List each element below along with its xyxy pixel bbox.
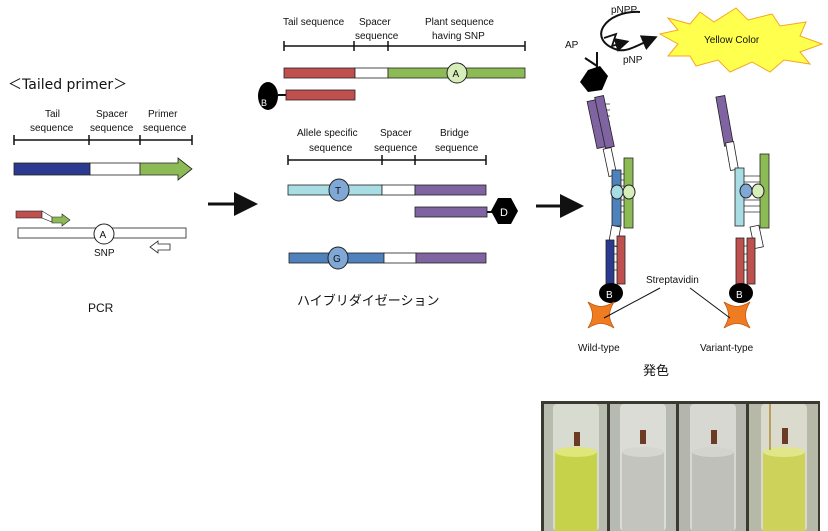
wild-type-label: Wild-type bbox=[578, 343, 620, 354]
spacer-segment bbox=[89, 162, 141, 176]
tail-segment bbox=[13, 162, 91, 176]
ap-label: AP bbox=[565, 40, 579, 51]
allele-a-circle bbox=[446, 62, 468, 84]
tail-label-line2: sequence bbox=[30, 123, 74, 134]
tail-seq-label: Tail sequence bbox=[283, 17, 345, 28]
plant-seq-label-2: having SNP bbox=[432, 31, 485, 42]
g-probe-bridge bbox=[415, 252, 487, 264]
snp-allele-label: A bbox=[100, 230, 107, 241]
ap-y-linker-a bbox=[584, 57, 598, 67]
mid-ruler bbox=[287, 155, 487, 165]
complement-tail bbox=[285, 89, 356, 101]
dye-label: D bbox=[500, 207, 508, 219]
spacer2-label-1: Spacer bbox=[380, 128, 412, 139]
g-probe-spacer bbox=[383, 252, 417, 264]
pcr-ruler bbox=[13, 135, 193, 145]
allele-g-circle bbox=[327, 246, 349, 270]
yellow-color-label: Yellow Color bbox=[704, 35, 760, 46]
tail-label-line1: Tail bbox=[45, 109, 60, 120]
streptavidin-variant bbox=[723, 301, 751, 329]
spacer-label-top-1: Spacer bbox=[359, 17, 391, 28]
bridge-label-2: sequence bbox=[435, 143, 479, 154]
ap-enzyme-hexagon bbox=[580, 66, 608, 92]
streptavidin-label: Streptavidin bbox=[646, 275, 699, 286]
variant-type-label: Variant-type bbox=[700, 343, 754, 354]
lightning-arrow bbox=[603, 32, 630, 52]
primer-arrow bbox=[139, 157, 193, 181]
biotin-label-wild: B bbox=[606, 290, 613, 301]
pcr-product-tail bbox=[283, 67, 356, 79]
small-primer-arrow bbox=[51, 213, 71, 227]
allele-g-label: G bbox=[333, 254, 341, 265]
reaction-curve-arrow bbox=[600, 10, 658, 52]
t-probe-spacer bbox=[381, 184, 416, 196]
spacer-label-line1: Spacer bbox=[96, 109, 128, 120]
spacer2-label-2: sequence bbox=[374, 143, 418, 154]
pnpp-label: pNPP bbox=[611, 5, 637, 16]
allele-a-label: A bbox=[453, 69, 460, 80]
biotin-label-left: B bbox=[261, 98, 267, 108]
dye-bridge-complement bbox=[414, 206, 488, 218]
tube-photo bbox=[541, 401, 820, 531]
streptavidin-pointer-variant bbox=[689, 287, 731, 319]
allele-spec-label-1: Allele specific bbox=[297, 128, 358, 139]
t-probe-bridge bbox=[414, 184, 487, 196]
biotin-label-variant: B bbox=[736, 290, 743, 301]
small-spacer-kink bbox=[41, 210, 53, 223]
primer-label-line1: Primer bbox=[148, 109, 178, 120]
pnp-label: pNP bbox=[623, 55, 643, 66]
variant-type-complex bbox=[715, 95, 770, 285]
spacer-label-top-2: sequence bbox=[355, 31, 399, 42]
snp-allele-circle bbox=[93, 223, 115, 245]
allele-t-label: T bbox=[335, 186, 341, 197]
allele-t-circle bbox=[328, 178, 350, 202]
pcr-step-label: PCR bbox=[88, 301, 114, 315]
pcr-product-spacer bbox=[354, 67, 389, 79]
small-tail bbox=[15, 210, 43, 219]
primer-label-line2: sequence bbox=[143, 123, 187, 134]
yellow-color-burst bbox=[658, 7, 824, 73]
biotin-bead-left bbox=[258, 82, 278, 110]
snp-label: SNP bbox=[94, 248, 115, 259]
streptavidin-wild bbox=[587, 301, 615, 329]
plant-seq-label-1: Plant sequence bbox=[425, 17, 494, 28]
tailed-primer-title: ＜Tailed primer＞ bbox=[8, 77, 127, 93]
bridge-label-1: Bridge bbox=[440, 128, 469, 139]
color-development-label: 発色 bbox=[643, 363, 669, 379]
hybridization-step-label: ハイブリダイゼーション bbox=[297, 293, 439, 309]
wild-type-complex bbox=[586, 95, 636, 285]
streptavidin-pointer-wild bbox=[603, 287, 661, 319]
reverse-primer-arrow bbox=[149, 240, 171, 254]
spacer-label-line2: sequence bbox=[90, 123, 134, 134]
dye-hexagon bbox=[491, 198, 518, 224]
allele-spec-label-2: sequence bbox=[309, 143, 353, 154]
top-ruler bbox=[283, 41, 526, 51]
biotin-bead-wild bbox=[599, 283, 623, 303]
biotin-bead-variant bbox=[729, 283, 753, 303]
